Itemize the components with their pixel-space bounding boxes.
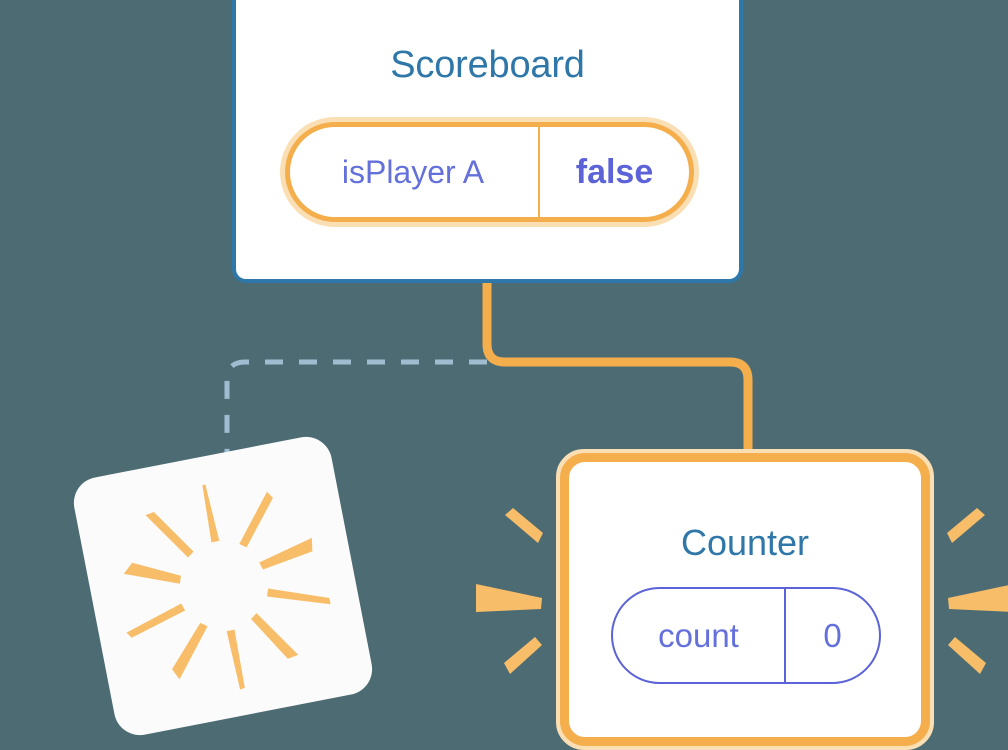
counter-ray [948, 585, 1008, 612]
counter-ray [504, 637, 542, 674]
scoreboard-pill-key: isPlayer A [290, 127, 540, 217]
counter-pill-value: 0 [823, 616, 842, 654]
connector-scoreboard-to-ghost-card [224, 359, 487, 470]
counter-title: Counter [680, 522, 810, 563]
counter-rays-left [476, 508, 543, 674]
scoreboard-card[interactable]: Scoreboard isPlayer A false [232, 0, 743, 283]
counter-card-inner: Counter count 0 [560, 453, 930, 746]
counter-ray [476, 584, 542, 612]
counter-card[interactable]: Counter count 0 [556, 449, 934, 750]
connector-scoreboard-to-counter [482, 278, 753, 455]
ghost-card[interactable] [69, 432, 377, 740]
scoreboard-pill[interactable]: isPlayer A false [280, 117, 699, 227]
scoreboard-pill-value: false [575, 152, 654, 191]
scoreboard-pill-inner: isPlayer A false [285, 122, 694, 222]
counter-pill[interactable]: count 0 [611, 587, 881, 684]
scoreboard-title: Scoreboard [390, 44, 585, 86]
counter-rays-right [947, 508, 1008, 674]
counter-ray [947, 508, 985, 543]
counter-ray [505, 508, 543, 543]
counter-ray [948, 637, 986, 674]
counter-pill-key: count [613, 589, 786, 682]
